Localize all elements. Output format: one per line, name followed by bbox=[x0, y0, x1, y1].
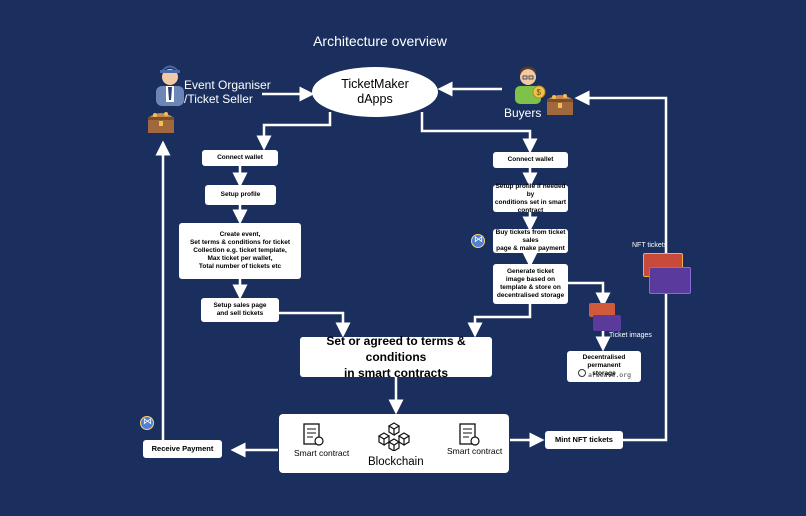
org-create-event-step: Create event, Set terms & conditions for… bbox=[179, 223, 301, 279]
mint-nft-tickets-node: Mint NFT tickets bbox=[545, 431, 623, 449]
smart-contract-icon bbox=[303, 423, 324, 446]
buyer-person-icon: $ bbox=[515, 66, 546, 104]
token-coin-icon bbox=[471, 234, 485, 248]
treasure-chest-icon bbox=[547, 94, 573, 115]
org-setup-sales-step: Setup sales page and sell tickets bbox=[201, 298, 279, 322]
org-connect-wallet-step: Connect wallet bbox=[202, 150, 278, 166]
blockchain-cubes-icon bbox=[377, 422, 411, 451]
receive-payment-node: Receive Payment bbox=[143, 440, 222, 458]
organiser-label: Event Organiser /Ticket Seller bbox=[184, 78, 271, 106]
storage-label: Decentralised permanent storage bbox=[582, 354, 626, 377]
smart-contract-icon bbox=[459, 423, 480, 446]
smart-contract-left-label: Smart contract bbox=[294, 448, 350, 458]
blockchain-node: Smart contract Blockchain Smart contract bbox=[279, 414, 509, 473]
token-coin-icon bbox=[140, 416, 154, 430]
diagram-title: Architecture overview bbox=[313, 33, 447, 49]
buyer-connect-wallet-step: Connect wallet bbox=[493, 152, 568, 168]
organiser-person-icon bbox=[156, 65, 184, 106]
arweave-logo-icon bbox=[578, 369, 586, 377]
ticket-image-thumbnail bbox=[589, 303, 615, 317]
blockchain-label: Blockchain bbox=[368, 456, 424, 468]
svg-text:$: $ bbox=[537, 88, 542, 97]
buyer-generate-ticket-step: Generate ticket image based on template … bbox=[493, 264, 568, 304]
nft-tickets-label: NFT tickets bbox=[632, 242, 668, 249]
buyer-setup-profile-step: Setup profile if needed by conditions se… bbox=[493, 182, 568, 214]
terms-conditions-node: Set or agreed to terms & conditions in s… bbox=[300, 334, 492, 380]
treasure-chest-icon bbox=[148, 112, 174, 133]
nft-ticket-thumbnail bbox=[649, 267, 691, 294]
ticketmaker-dapp-node: TicketMaker dApps bbox=[312, 67, 438, 117]
buyer-buy-tickets-step: Buy tickets from ticket sales page & mak… bbox=[493, 229, 568, 253]
ticket-image-thumbnail bbox=[593, 315, 621, 331]
buyers-label: Buyers bbox=[504, 106, 542, 120]
decentralised-storage-node: Decentralised permanent storage bbox=[567, 351, 641, 382]
ticket-images-label: Ticket images bbox=[609, 332, 652, 339]
arweave-label: arweave.org bbox=[578, 369, 631, 379]
org-setup-profile-step: Setup profile bbox=[205, 185, 276, 205]
arweave-text: arweave.org bbox=[588, 371, 632, 379]
smart-contract-right-label: Smart contract bbox=[447, 446, 503, 456]
